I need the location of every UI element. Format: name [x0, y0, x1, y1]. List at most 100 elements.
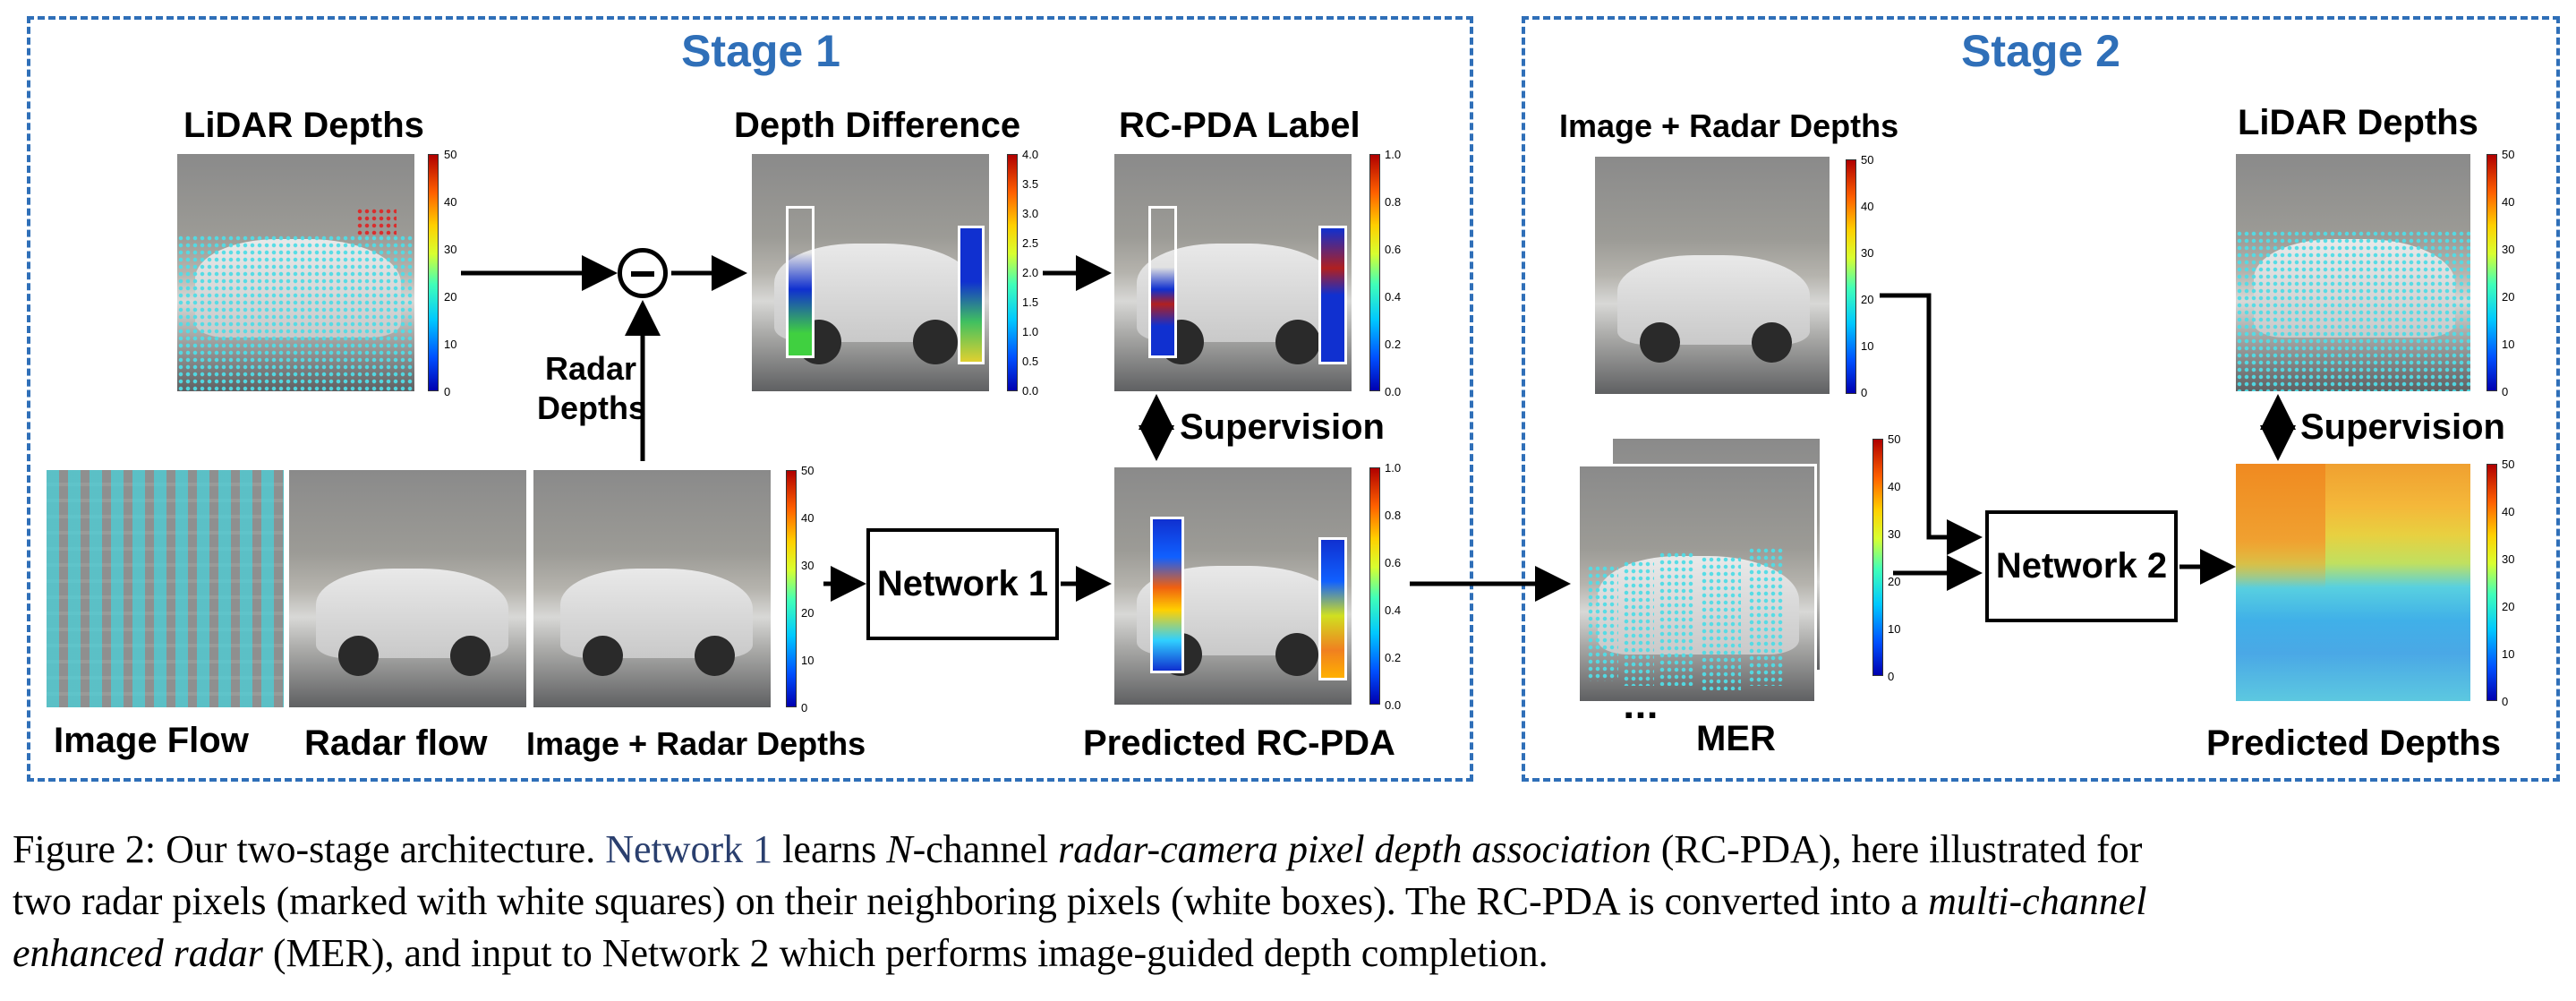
- rcpda-label-colorbar: [1369, 154, 1380, 391]
- image-radar-colorbar-2-ticks: 50 40 30 20 10 0: [1861, 153, 1888, 404]
- lidar-depths-image-2: [2236, 154, 2470, 391]
- tick: 20: [2502, 600, 2515, 613]
- tick: 0.0: [1022, 384, 1039, 398]
- caption-line2-text: two radar pixels (marked with white squa…: [13, 879, 1929, 923]
- subtract-operator: [618, 248, 668, 298]
- stage1-title: Stage 1: [681, 26, 840, 76]
- tick: 10: [444, 338, 457, 351]
- tick: 10: [2502, 647, 2515, 661]
- tick: 0.6: [1385, 243, 1402, 256]
- radar-depths-line1: Radar: [544, 350, 637, 387]
- tick: 40: [1888, 480, 1901, 493]
- tick: 50: [444, 148, 457, 161]
- tick: 1.0: [1385, 461, 1402, 475]
- tick: 20: [2502, 290, 2515, 304]
- mer-colorbar: [1872, 439, 1883, 676]
- image-radar-colorbar-1: [786, 470, 797, 707]
- lidar-colorbar-2: [2486, 154, 2497, 391]
- image-radar-depths-image-1: [533, 470, 771, 707]
- predicted-depths-colorbar: [2486, 464, 2497, 701]
- radar-flow-label: Radar flow: [304, 723, 488, 763]
- stage2-title: Stage 2: [1961, 26, 2120, 76]
- tick: 0.8: [1385, 509, 1402, 522]
- tick: 4.0: [1022, 148, 1039, 161]
- tick: 0.4: [1385, 603, 1402, 617]
- stage2-box: [1522, 16, 2560, 782]
- radar-flow-image: [289, 470, 526, 707]
- tick: 1.0: [1022, 325, 1039, 338]
- arrow-imgradar-to-net2: [1880, 293, 1983, 555]
- tick: 20: [1861, 293, 1874, 306]
- tick: 20: [444, 290, 457, 304]
- network1-box: Network 1: [866, 528, 1059, 640]
- mer-label: MER: [1696, 719, 1776, 758]
- lidar-colorbar-1-ticks: 50 40 30 20 10 0: [444, 148, 471, 398]
- tick: 40: [2502, 195, 2515, 209]
- stage1-box: [27, 16, 1473, 782]
- predicted-depths-label: Predicted Depths: [2206, 723, 2501, 763]
- tick: 10: [2502, 338, 2515, 351]
- radar-depths-line2: Depths: [537, 389, 647, 426]
- tick: 50: [1861, 153, 1874, 167]
- caption-net1: Network 1: [605, 827, 773, 871]
- image-radar-depths-image-2: [1595, 157, 1830, 394]
- figure-caption: Figure 2: Our two-stage architecture. Ne…: [13, 824, 2563, 980]
- tick: 50: [801, 464, 815, 477]
- lidar-depths-image-1: [177, 154, 414, 391]
- caption-line1: Figure 2: Our two-stage architecture. Ne…: [13, 824, 2563, 876]
- tick: 0: [1861, 386, 1868, 399]
- tick: 1.5: [1022, 295, 1039, 309]
- rcpda-label-colorbar-ticks: 1.0 0.8 0.6 0.4 0.2 0.0: [1385, 148, 1420, 398]
- image-radar-depths-label-1: Image + Radar Depths: [526, 725, 866, 762]
- tick: 10: [1888, 622, 1901, 636]
- lidar-colorbar-1: [428, 154, 439, 391]
- tick: 0: [444, 385, 451, 398]
- tick: 1.0: [1385, 148, 1402, 161]
- tick: 40: [444, 195, 457, 209]
- tick: 0: [801, 701, 808, 714]
- supervision-label-1: Supervision: [1180, 407, 1385, 447]
- predicted-rcpda-colorbar: [1369, 467, 1380, 705]
- rcpda-label-image: [1114, 154, 1352, 391]
- tick: 0.0: [1385, 698, 1402, 712]
- supervision-label-2: Supervision: [2300, 407, 2505, 447]
- tick: 30: [1888, 527, 1901, 541]
- tick: 3.0: [1022, 207, 1039, 220]
- caption-part4: (MER), and input to Network 2 which perf…: [262, 931, 1548, 975]
- lidar-depths-label-2: LiDAR Depths: [2238, 103, 2478, 142]
- caption-line2: two radar pixels (marked with white squa…: [13, 876, 2563, 928]
- diff-colorbar: [1007, 154, 1018, 391]
- tick: 3.5: [1022, 177, 1039, 191]
- tick: 40: [801, 511, 815, 525]
- predicted-depths-colorbar-ticks: 50 40 30 20 10 0: [2502, 458, 2529, 708]
- tick: 0: [2502, 695, 2509, 708]
- tick: 20: [1888, 575, 1901, 588]
- tick: 0: [1888, 670, 1895, 683]
- tick: 10: [1861, 339, 1874, 353]
- caption-part3: (RC-PDA), here illustrated for: [1651, 827, 2143, 871]
- caption-mer2: enhanced radar: [13, 931, 263, 975]
- mer-colorbar-ticks: 50 40 30 20 10 0: [1888, 432, 1915, 683]
- tick: 50: [1888, 432, 1901, 446]
- tick: 0.4: [1385, 290, 1402, 304]
- lidar-depths-label-1: LiDAR Depths: [183, 106, 424, 145]
- tick: 2.5: [1022, 236, 1039, 250]
- tick: 0.5: [1022, 355, 1039, 368]
- tick: 10: [801, 654, 815, 667]
- tick: 2.0: [1022, 266, 1039, 279]
- tick: 40: [2502, 505, 2515, 518]
- predicted-rcpda-image: [1114, 467, 1352, 705]
- tick: 40: [1861, 200, 1874, 213]
- tick: 0: [2502, 385, 2509, 398]
- mer-ellipsis: ▪▪▪: [1625, 701, 1660, 728]
- caption-rcpda: radar-camera pixel depth association: [1058, 827, 1651, 871]
- tick: 30: [801, 559, 815, 572]
- tick: 20: [801, 606, 815, 620]
- image-radar-colorbar-2: [1846, 159, 1856, 394]
- caption-line3: enhanced radar (MER), and input to Netwo…: [13, 928, 2563, 980]
- predicted-depths-image: [2236, 464, 2470, 701]
- rcpda-label-title: RC-PDA Label: [1119, 106, 1361, 145]
- tick: 50: [2502, 148, 2515, 161]
- caption-n: N: [886, 827, 913, 871]
